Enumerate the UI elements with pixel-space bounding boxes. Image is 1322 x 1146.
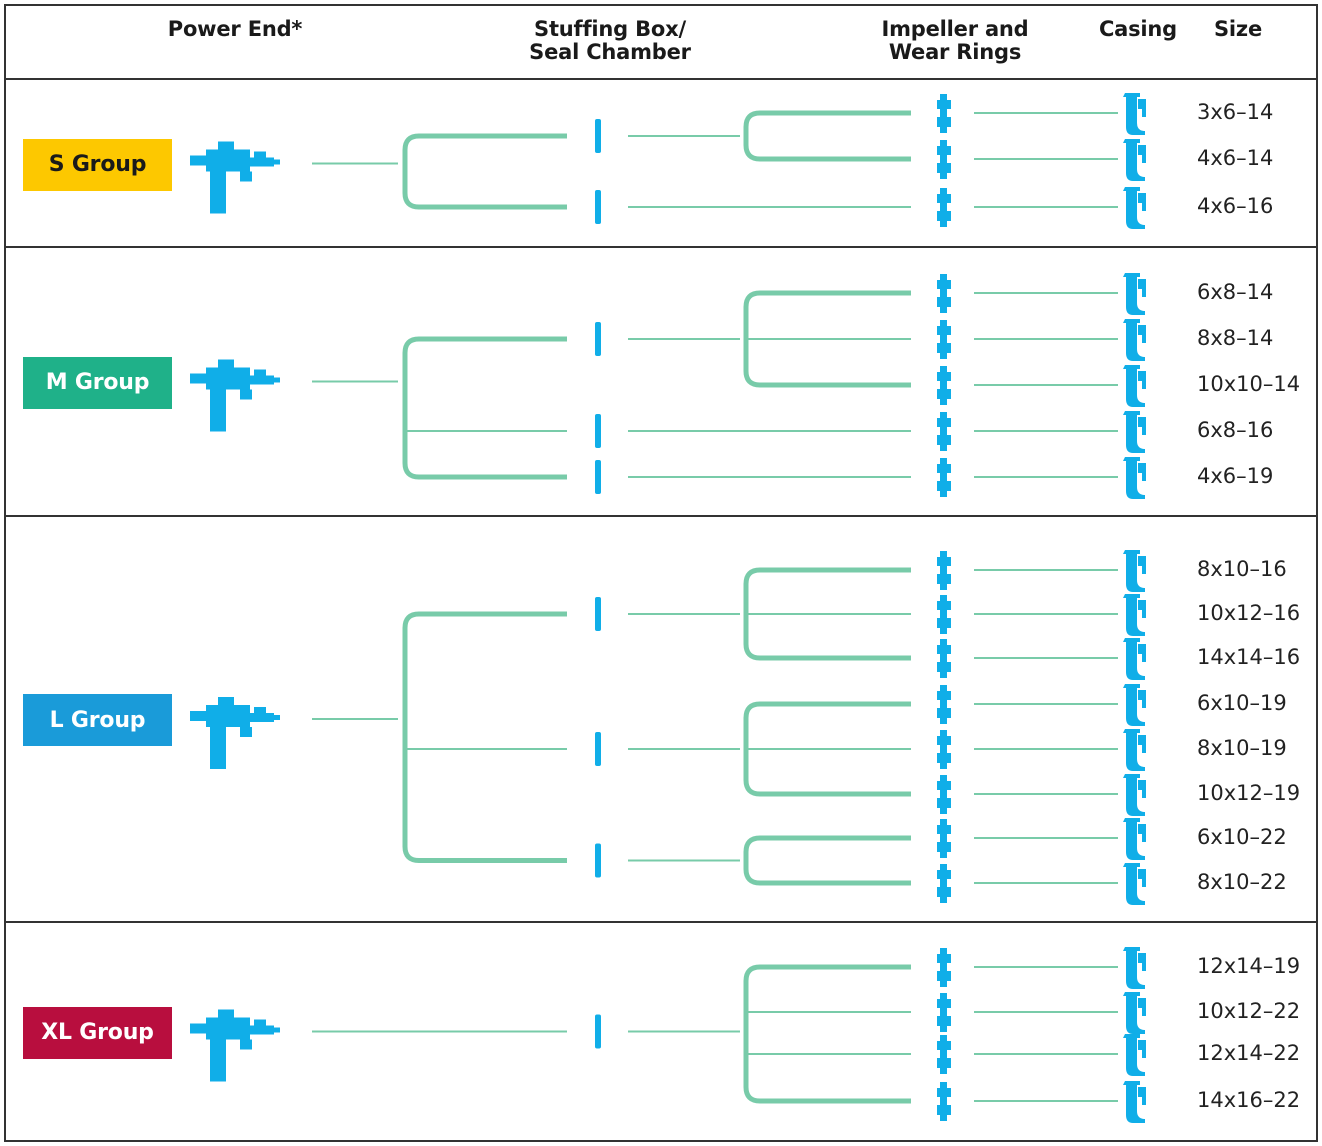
outer-border [4,4,1318,1142]
stuffing-box-icon [595,1014,601,1049]
size-label: 8x10–22 [1197,870,1287,894]
bracket-power-to-seal [402,611,567,863]
casing-icon [1123,457,1146,499]
group-label: L Group [23,694,172,746]
size-label: 6x10–22 [1197,825,1287,849]
header-impeller-wear-rings: Impeller and Wear Rings [881,17,1029,64]
casing-icon [1123,1034,1146,1076]
casing-icon [1123,638,1146,680]
bracket-seal-to-impeller [743,964,911,1104]
size-label: 10x10–14 [1197,372,1301,396]
casing-icon [1123,411,1146,453]
stuffing-box-icon [595,119,601,153]
size-label: 14x16–22 [1197,1088,1301,1112]
casing-icon [1123,818,1146,860]
casing-icon [1123,93,1146,135]
header-stuffing-box: Stuffing Box/ Seal Chamber [529,17,691,64]
header-power-end: Power End* [167,17,303,41]
casing-icon [1123,684,1146,726]
impeller-icon [937,1035,951,1074]
casing-icon [1123,365,1146,407]
casing-icon [1123,992,1146,1034]
impeller-icon [937,551,951,590]
stuffing-box-icon [595,190,601,224]
impeller-icon [937,458,951,497]
casing-icon [1123,729,1146,771]
impeller-icon [937,1082,951,1121]
power-end-icon [190,359,280,432]
impeller-icon [937,94,951,133]
impeller-icon [937,685,951,724]
stuffing-box-icon [595,732,601,766]
stuffing-box-icon [595,597,601,631]
power-end-icon [190,141,280,214]
casing-icon [1123,863,1146,905]
casing-icon [1123,947,1146,989]
casing-icon [1123,550,1146,592]
impeller-icon [937,730,951,769]
impeller-icon [937,320,951,359]
size-label: 10x12–22 [1197,999,1301,1023]
impeller-icon [937,819,951,858]
impeller-icon [937,366,951,405]
header-size: Size [1214,17,1262,41]
casing-icon [1123,319,1146,361]
stuffing-box-icon [595,414,601,448]
size-label: 6x10–19 [1197,691,1287,715]
group-label: S Group [23,138,172,191]
impeller-icon [937,188,951,227]
size-label: 8x10–16 [1197,557,1287,581]
impeller-icon [937,412,951,451]
size-label: 12x14–19 [1197,954,1301,978]
size-label: 6x8–14 [1197,280,1274,304]
size-label: 8x10–19 [1197,736,1287,760]
stuffing-box-icon [595,322,601,356]
casing-icon [1123,139,1146,181]
group-label: M Group [23,356,172,409]
impeller-icon [937,274,951,313]
casing-icon [1123,594,1146,636]
power-end-icon [190,1009,280,1082]
impeller-icon [937,595,951,634]
casing-icon [1123,273,1146,315]
bracket-power-to-seal [402,336,567,480]
size-label: 10x12–16 [1197,601,1301,625]
impeller-icon [937,864,951,903]
header-casing: Casing [1098,17,1178,41]
size-label: 14x14–16 [1197,645,1301,669]
size-label: 12x14–22 [1197,1041,1301,1065]
casing-icon [1123,1081,1146,1123]
size-label: 4x6–16 [1197,194,1274,218]
size-label: 4x6–19 [1197,464,1274,488]
bracket-seal-to-impeller [743,835,911,886]
stuffing-box-icon [595,843,601,878]
bracket-power-to-seal [402,133,567,210]
size-label: 4x6–14 [1197,146,1274,170]
bracket-seal-to-impeller [743,110,911,162]
stuffing-box-icon [595,460,601,494]
power-end-icon [190,697,280,769]
impeller-icon [937,775,951,814]
casing-icon [1123,774,1146,816]
impeller-icon [937,140,951,179]
impeller-icon [937,993,951,1032]
size-label: 3x6–14 [1197,100,1274,124]
size-label: 6x8–16 [1197,418,1274,442]
impeller-icon [937,948,951,987]
size-label: 10x12–19 [1197,781,1301,805]
size-label: 8x8–14 [1197,326,1274,350]
impeller-icon [937,639,951,678]
group-label: XL Group [23,1006,172,1059]
casing-icon [1123,187,1146,229]
